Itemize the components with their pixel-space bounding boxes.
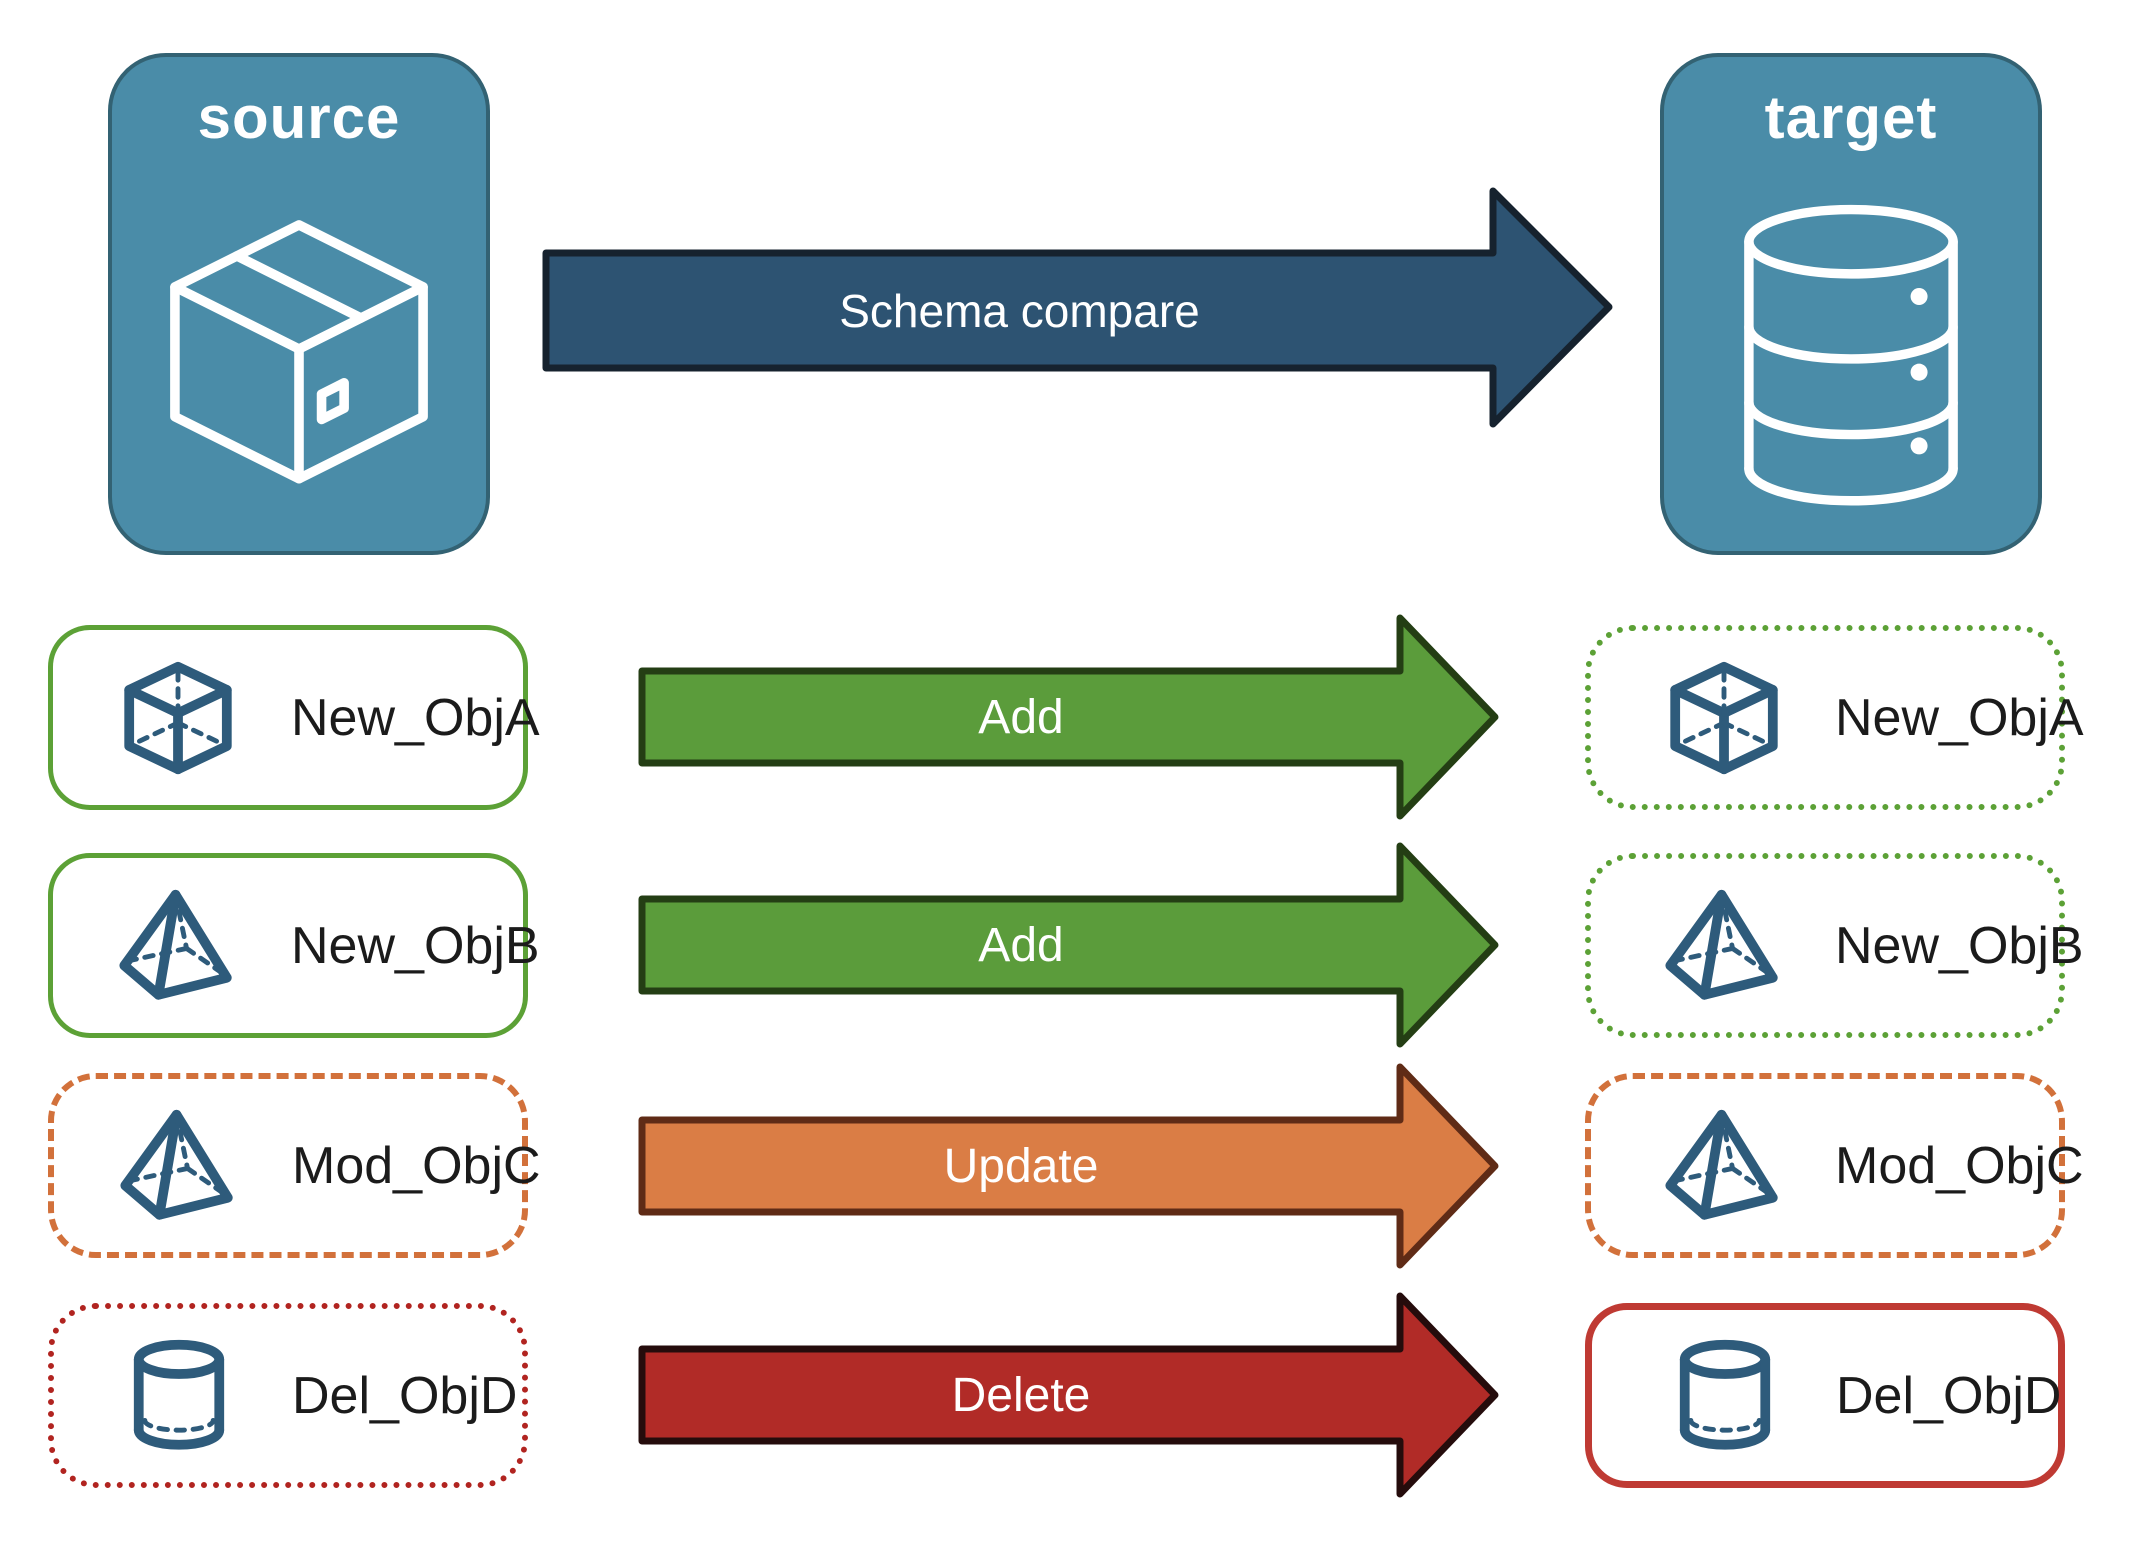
update-arrow-shape bbox=[638, 1063, 1499, 1269]
object-label: New_ObjA bbox=[1835, 688, 2084, 747]
update-arrow bbox=[638, 1063, 1499, 1269]
schema-compare-arrow-shape bbox=[542, 187, 1613, 428]
add-arrow bbox=[638, 842, 1499, 1048]
source-object-box-del-objd: Del_ObjD bbox=[48, 1303, 528, 1488]
object-label: New_ObjA bbox=[291, 688, 540, 747]
source-object-box-new-objb: New_ObjB bbox=[48, 853, 540, 1038]
object-label: Mod_ObjC bbox=[1835, 1136, 2084, 1195]
target-object-box-new-objb: New_ObjB bbox=[1585, 853, 2084, 1038]
object-label: Mod_ObjC bbox=[292, 1136, 541, 1195]
add-arrow-shape bbox=[638, 842, 1499, 1048]
add-arrow-label: Add bbox=[978, 691, 1064, 744]
object-label: Del_ObjD bbox=[1836, 1366, 2062, 1425]
target-title: target bbox=[1764, 84, 1938, 151]
pyramid-icon bbox=[1665, 889, 1778, 1000]
pyramid-icon bbox=[120, 1109, 233, 1220]
delete-arrow bbox=[638, 1292, 1499, 1498]
object-label: New_ObjB bbox=[291, 916, 540, 975]
cylinder-icon bbox=[1679, 1339, 1771, 1450]
target-object-box-mod-objc: Mod_ObjC bbox=[1585, 1073, 2084, 1258]
cube-icon bbox=[1670, 661, 1778, 774]
cylinder-icon bbox=[133, 1339, 225, 1450]
target-object-box-new-obja: New_ObjA bbox=[1585, 625, 2084, 810]
source-node: source bbox=[108, 53, 490, 555]
target-node: target bbox=[1660, 53, 2042, 555]
schema-compare-arrow bbox=[542, 187, 1613, 428]
object-label: Del_ObjD bbox=[292, 1366, 518, 1425]
database-icon bbox=[1744, 204, 1958, 506]
source-title: source bbox=[197, 84, 401, 151]
update-arrow-label: Update bbox=[943, 1140, 1099, 1193]
add-arrow bbox=[638, 614, 1499, 820]
add-arrow-label: Add bbox=[978, 919, 1064, 972]
delete-arrow-label: Delete bbox=[951, 1369, 1091, 1422]
source-object-box-new-obja: New_ObjA bbox=[48, 625, 540, 810]
pyramid-icon bbox=[1665, 1109, 1778, 1220]
pyramid-icon bbox=[119, 889, 232, 1000]
package-box-icon bbox=[170, 220, 428, 484]
target-object-box-del-objd: Del_ObjD bbox=[1585, 1303, 2065, 1488]
delete-arrow-shape bbox=[638, 1292, 1499, 1498]
schema-compare-arrow-label: Schema compare bbox=[839, 284, 1200, 337]
source-object-box-mod-objc: Mod_ObjC bbox=[48, 1073, 541, 1258]
add-arrow-shape bbox=[638, 614, 1499, 820]
cube-icon bbox=[124, 661, 232, 774]
object-label: New_ObjB bbox=[1835, 916, 2084, 975]
